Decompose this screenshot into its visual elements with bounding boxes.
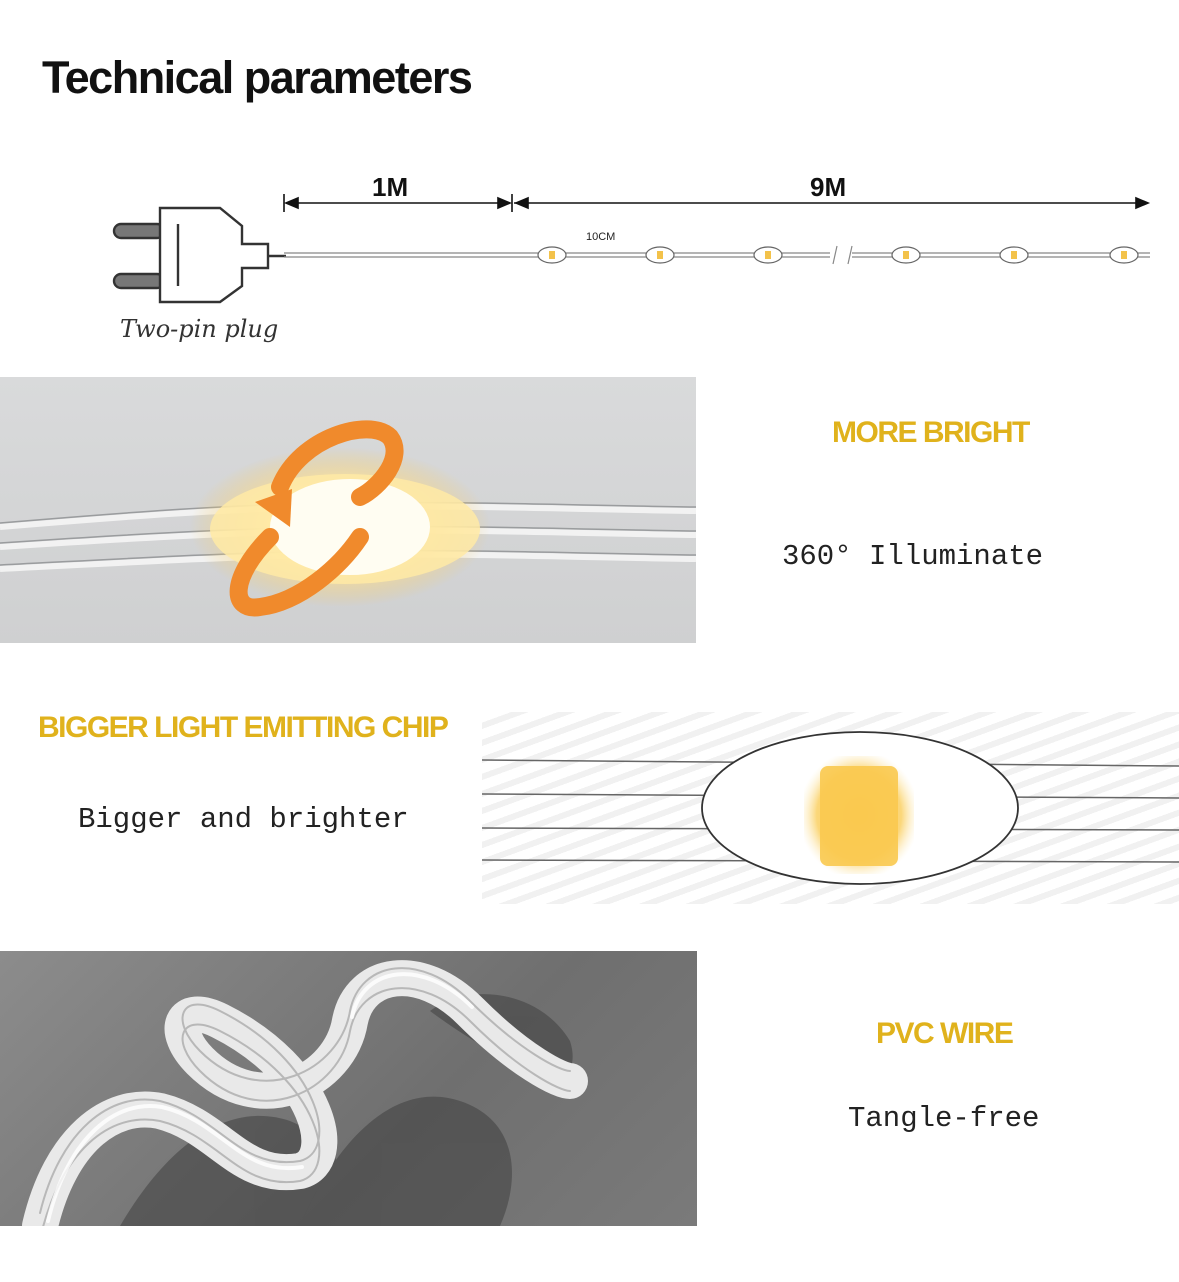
dimension-arrows	[283, 194, 1151, 212]
spacing-label: 10CM	[586, 231, 616, 243]
feature-heading-bigger-chip: BIGGER LIGHT EMITTING CHIP	[38, 711, 449, 744]
feature-text-tangle-free: Tangle-free	[848, 1102, 1040, 1135]
segment-2-label: 9M	[810, 172, 847, 202]
rotation-arrow-icon	[229, 420, 404, 617]
feature-text-bigger: Bigger and brighter	[78, 803, 409, 836]
led-beads	[537, 246, 1139, 264]
feature-heading-more-bright: MORE BRIGHT	[832, 416, 1030, 449]
plug-caption: Two-pin plug	[120, 315, 279, 343]
page-title: Technical parameters	[42, 52, 473, 103]
chip-illustration	[481, 712, 1179, 904]
led-glow-photo	[0, 377, 696, 643]
two-pin-plug-icon	[112, 206, 286, 304]
feature-text-360: 360° Illuminate	[782, 540, 1044, 573]
segment-1-label: 1M	[372, 172, 409, 202]
feature-heading-pvc-wire: PVC WIRE	[876, 1017, 1014, 1050]
length-diagram	[112, 194, 1151, 304]
pvc-wire-photo	[0, 951, 697, 1226]
